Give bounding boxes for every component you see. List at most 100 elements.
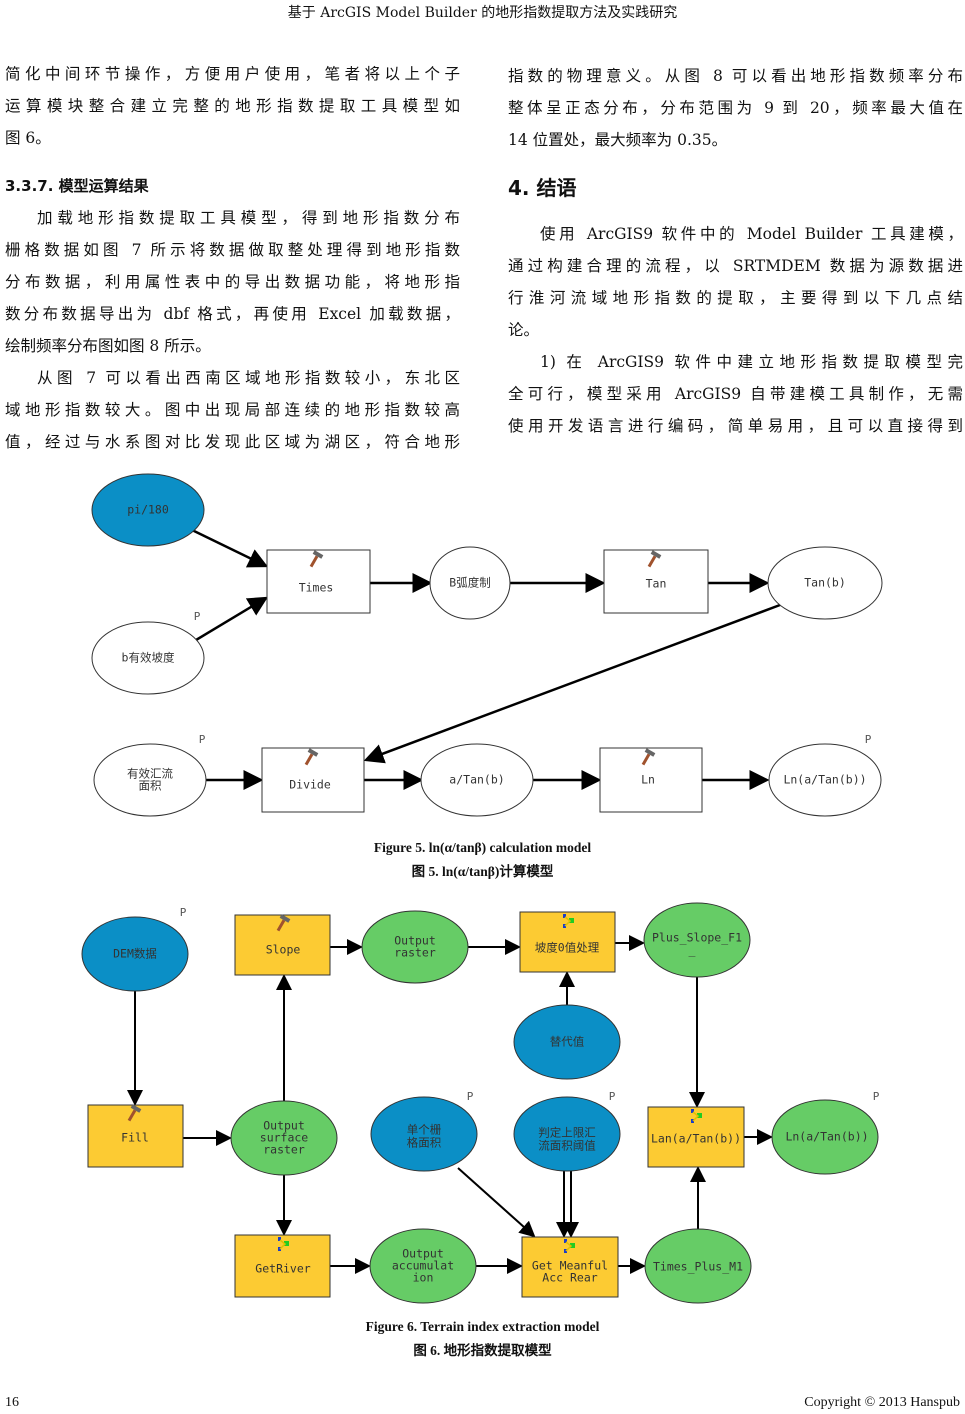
node-cell-area <box>370 1096 478 1172</box>
param-marker: P <box>199 733 206 746</box>
label: Ln <box>641 773 655 787</box>
text-line: 图 6。 <box>5 129 51 147</box>
label: Tan(b) <box>804 576 846 590</box>
label: B弧度制 <box>449 576 490 590</box>
label: Fill <box>121 1131 149 1145</box>
text-line: 域地形指数较大。图中出现局部连续的地形指数较高 <box>5 401 460 419</box>
node-output-surface-raster <box>230 1100 338 1176</box>
page-number: 16 <box>5 1395 19 1410</box>
label: 流面积阈值 <box>538 1139 596 1153</box>
label: Output <box>402 1247 444 1261</box>
node-threshold <box>513 1096 621 1172</box>
text-line: 14 位置处，最大频率为 0.35。 <box>508 131 728 149</box>
param-marker: P <box>467 1090 474 1103</box>
node-ln-output <box>771 1099 879 1175</box>
node-dem <box>81 916 189 992</box>
text-line: 值，经过与水系图对比发现此区域为湖区，符合地形 <box>5 433 460 451</box>
label: ion <box>413 1271 434 1285</box>
left-column: 简化中间环节操作，方便用户使用，笔者将以上个子 运算模块整合建立完整的地形指数提… <box>5 58 460 458</box>
text-line: 运算模块整合建立完整的地形指数提取工具模型如 <box>5 97 460 115</box>
label: 坡度0值处理 <box>535 941 600 955</box>
node-atanb <box>420 743 534 817</box>
figure-6-diagram <box>127 935 773 1274</box>
text-line: 行淮河流域地形指数的提取，主要得到以下几点结 <box>508 289 963 307</box>
label: 面积 <box>139 779 162 793</box>
node-b-slope <box>91 621 205 695</box>
param-marker: P <box>609 1090 616 1103</box>
text-line: 加载地形指数提取工具模型，得到地形指数分布 <box>37 209 460 227</box>
label: Ln(a/Tan(b)) <box>785 1130 868 1144</box>
node-b-rad <box>429 546 511 620</box>
text-line: 论。 <box>508 321 540 339</box>
param-marker: P <box>865 733 872 746</box>
param-marker: P <box>194 610 201 623</box>
label: 判定上限汇 <box>538 1126 596 1140</box>
node-output-raster <box>361 910 469 984</box>
right-column: 指数的物理意义。从图 8 可以看出地形指数频率分布 整体呈正态分布，分布范围为 … <box>508 60 963 442</box>
text-line: 通过构建合理的流程，以 SRTMDEM 数据为源数据进 <box>508 257 963 275</box>
label: raster <box>263 1143 305 1157</box>
label: Divide <box>289 778 331 792</box>
label: raster <box>394 946 436 960</box>
node-area <box>93 743 207 817</box>
label: Lan(a/Tan(b)) <box>651 1132 741 1146</box>
text-line: 从图 7 可以看出西南区域地形指数较小，东北区 <box>37 369 460 387</box>
text-line: 指数的物理意义。从图 8 可以看出地形指数频率分布 <box>508 67 963 85</box>
label: Times <box>299 581 334 595</box>
param-marker: P <box>873 1090 880 1103</box>
text-line: 全可行，模型采用 ArcGIS9 自带建模工具制作，无需 <box>508 385 963 403</box>
label: 替代值 <box>550 1035 585 1049</box>
text-line: 栅格数据如图 7 所示将数据做取整处理得到地形指数 <box>5 241 460 259</box>
label: Tan <box>646 577 667 591</box>
node-fill <box>87 1104 184 1168</box>
figure-6-caption-cn: 图 6. 地形指数提取模型 <box>413 1343 552 1358</box>
node-times-plus <box>644 1228 752 1304</box>
text-line: 简化中间环节操作，方便用户使用，笔者将以上个子 <box>5 65 460 83</box>
node-zero-processing <box>519 911 616 973</box>
text-line: 数分布数据导出为 dbf 格式，再使用 Excel 加载数据， <box>5 305 460 323</box>
figure-5-diagram <box>191 528 781 790</box>
text-line: 分布数据，利用属性表中的导出数据功能，将地形指 <box>5 273 460 291</box>
label: Acc Rear <box>542 1271 597 1285</box>
label: Plus_Slope_F1 <box>652 931 742 945</box>
label: Get Meanful <box>532 1259 608 1273</box>
section-heading: 3.3.7. 模型运算结果 <box>5 177 149 195</box>
label: Output <box>394 934 436 948</box>
copyright: Copyright © 2013 Hanspub <box>804 1395 960 1410</box>
figure-5-caption-cn: 图 5. ln(α/tanβ)计算模型 <box>411 864 554 879</box>
label: Output <box>263 1119 305 1133</box>
figure-5-caption-en: Figure 5. ln(α/tanβ) calculation model <box>373 840 592 855</box>
label: surface <box>260 1131 309 1145</box>
label: Times_Plus_M1 <box>653 1260 743 1274</box>
label: b有效坡度 <box>122 651 175 665</box>
label: _ <box>689 943 696 957</box>
label: GetRiver <box>255 1262 310 1276</box>
label: 格面积 <box>407 1136 442 1150</box>
label: DEM数据 <box>113 947 157 961</box>
node-output-accumulation <box>369 1228 477 1304</box>
node-plus-slope <box>643 902 751 978</box>
node-pi180 <box>91 473 205 547</box>
text-line: 绘制频率分布图如图 8 所示。 <box>5 337 211 355</box>
param-marker: P <box>180 906 187 919</box>
running-header: 基于 ArcGIS Model Builder 的地形指数提取方法及实践研究 <box>287 5 678 21</box>
text-line: 使用开发语言进行编码，简单易用，且可以直接得到 <box>508 417 963 435</box>
label: a/Tan(b) <box>449 773 504 787</box>
node-tanb <box>767 546 883 620</box>
node-lnatanb <box>768 743 882 817</box>
text-line: 使用 ArcGIS9 软件中的 Model Builder 工具建模， <box>540 225 963 243</box>
label: pi/180 <box>127 503 169 517</box>
text-line: 1) 在 ArcGIS9 软件中建立地形指数提取模型完 <box>540 353 963 371</box>
label: accumulat <box>392 1259 454 1273</box>
figure-6-caption-en: Figure 6. Terrain index extraction model <box>365 1319 600 1334</box>
node-substitute <box>513 1004 621 1080</box>
label: 单个栅 <box>407 1123 442 1137</box>
node-tan <box>603 549 709 614</box>
node-getriver <box>234 1234 331 1298</box>
label: Ln(a/Tan(b)) <box>783 773 866 787</box>
label: 有效汇流 <box>127 767 173 781</box>
node-ln <box>599 747 703 813</box>
node-divide <box>261 747 365 813</box>
